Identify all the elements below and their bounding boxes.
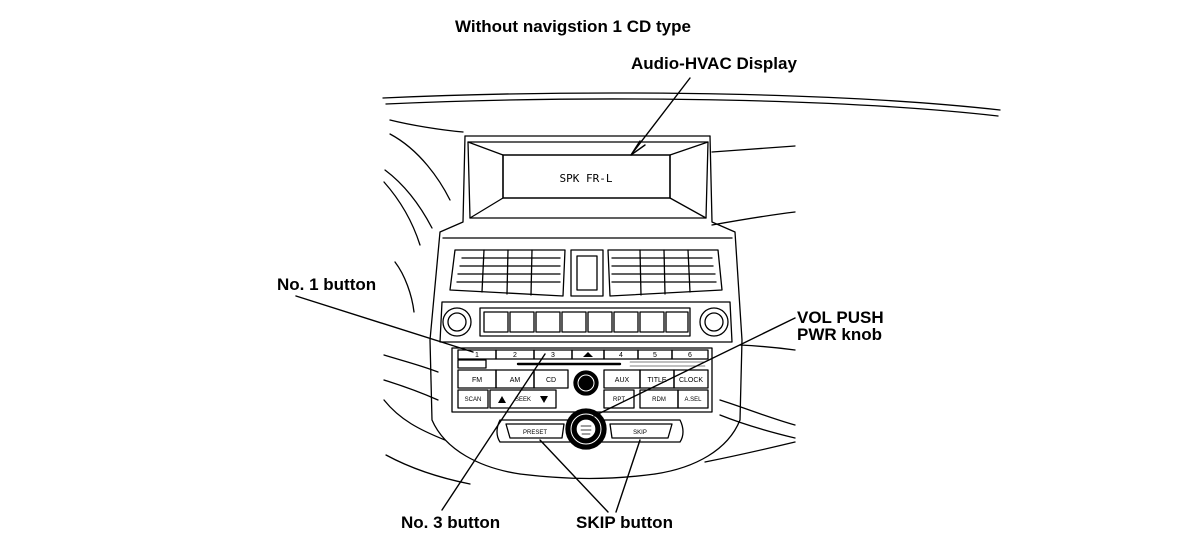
preset-button-6[interactable] [671, 349, 709, 360]
preset-label-6: 6 [688, 352, 692, 359]
aux-label: AUX [615, 377, 630, 384]
left-air-vent [449, 249, 566, 297]
no1-leader [295, 295, 474, 353]
seek-label: SEEK [515, 397, 531, 403]
right-air-vent [607, 249, 723, 297]
rpt-label: RPT [613, 397, 625, 403]
center-console-shell [429, 135, 743, 480]
preset-rocker[interactable] [505, 423, 565, 439]
audio-faceplate [451, 347, 713, 413]
right-dash-trim [704, 145, 796, 463]
preset-label-4: 4 [619, 352, 623, 359]
preset-button-row [457, 349, 709, 360]
rpt-button[interactable] [603, 389, 635, 409]
cd-label: CD [546, 377, 556, 384]
diagram-title: Without navigstion 1 CD type [455, 17, 691, 36]
title-label: TITLE [647, 377, 666, 384]
vol-leader [593, 317, 796, 417]
hvac-buttons[interactable] [483, 311, 689, 333]
display-leader [630, 77, 691, 156]
display-hood [467, 141, 709, 219]
audio-hvac-display-callout: Audio-HVAC Display [631, 54, 797, 73]
pwr-knob-callout-line2: PWR knob [797, 325, 882, 344]
a-sel-button[interactable] [677, 389, 709, 409]
scan-button[interactable] [457, 389, 489, 409]
skip-leader-left [539, 439, 609, 513]
scan-label: SCAN [465, 397, 482, 403]
preset-rocker-label: PRESET [523, 430, 547, 436]
cd-button[interactable] [533, 369, 569, 389]
center-hazard-vent [570, 249, 604, 297]
hvac-control-row [439, 301, 733, 343]
dashboard-top-edge [382, 92, 1001, 117]
rdm-label: RDM [652, 397, 666, 403]
bottom-control-bar [496, 419, 684, 443]
fm-label: FM [472, 377, 482, 384]
preset-label-3: 3 [551, 352, 555, 359]
clock-button[interactable] [673, 369, 709, 389]
seek-rocker[interactable] [489, 389, 557, 409]
preset-label-5: 5 [653, 352, 657, 359]
skip-button-callout: SKIP button [576, 513, 673, 532]
preset-label-1: 1 [475, 352, 479, 359]
eject-icon [583, 352, 593, 357]
function-button-row [457, 369, 709, 389]
vol-push-callout-line1: VOL PUSH [797, 308, 884, 327]
a-sel-label: A.SEL [684, 397, 702, 403]
leader-lines [295, 77, 796, 513]
display-readout: SPK FR-L [560, 172, 613, 185]
temperature-knob-right[interactable] [699, 307, 729, 337]
no3-button-callout: No. 3 button [401, 513, 501, 532]
no1-button-callout: No. 1 button [277, 275, 377, 294]
seek-arrows-icon [498, 396, 548, 403]
am-label: AM [510, 377, 521, 384]
clock-label: CLOCK [679, 377, 703, 384]
preset-label-2: 2 [513, 352, 517, 359]
temperature-knob-left[interactable] [442, 307, 472, 337]
skip-leader-right [615, 439, 641, 513]
display-leader-arrowhead [630, 140, 646, 156]
skip-rocker[interactable] [609, 423, 673, 439]
vol-push-pwr-knob[interactable] [565, 408, 607, 450]
tune-knob[interactable] [573, 370, 599, 396]
audio-hvac-display-screen [502, 154, 671, 199]
slot-left-button[interactable] [457, 359, 487, 369]
skip-rocker-label: SKIP [633, 430, 647, 436]
slot-fine-print [629, 361, 706, 367]
lower-button-row [457, 389, 709, 409]
no3-leader [441, 353, 546, 511]
